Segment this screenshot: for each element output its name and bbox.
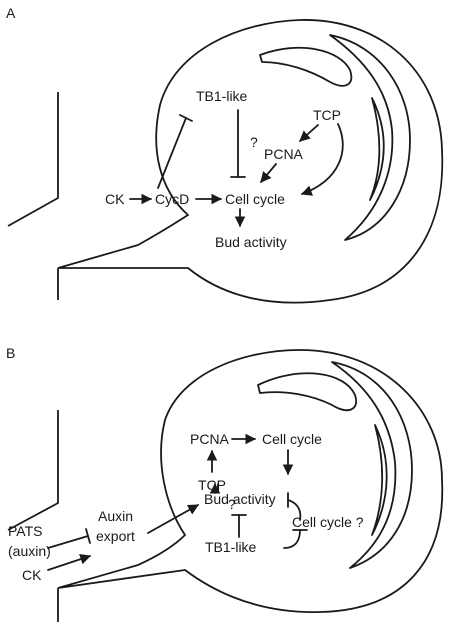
panel-a-tb1-like: TB1-like (196, 88, 248, 104)
panel-b-tb1-like: TB1-like (205, 539, 257, 555)
panel-a-letter: A (6, 5, 16, 21)
panel-a-tcp-to-pcna-arrow (299, 124, 319, 142)
panel-a-cycd: CycD (155, 191, 189, 207)
panel-b-tb1-to-cellcycle-line (283, 529, 301, 549)
panel-a-cycd-inhibit-tb1-line (157, 117, 187, 189)
panel-b-export-word: export (96, 528, 135, 544)
panel-a-cycd-inhibit-tb1-bar (179, 114, 193, 122)
panel-a-stem-upper (7, 92, 59, 227)
panel-a-question: ? (250, 134, 258, 150)
panel-b-leaf-2 (331, 361, 413, 569)
panel-a-pcna-to-cellcycle-arrow (260, 163, 277, 183)
panel-b: B PCNA Cell cycle TCP ? Bud activity Cel… (6, 345, 444, 622)
panel-a-ck: CK (105, 191, 125, 207)
panel-b-pcna: PCNA (190, 431, 230, 447)
panel-b-bud-outline (57, 349, 444, 613)
panel-a-cell-cycle: Cell cycle (225, 191, 285, 207)
panel-b-cell-cycle-top: Cell cycle (262, 431, 322, 447)
panel-b-stem-upper (7, 410, 59, 531)
panel-b-letter: B (6, 345, 15, 361)
panel-b-auxin-to-bud-arrow (147, 504, 199, 534)
panel-b-tcp-question: ? (228, 496, 236, 512)
panel-a-leaf-2 (329, 34, 411, 241)
panel-b-auxin-paren: (auxin) (8, 543, 51, 559)
panel-b-cell-cycle-side: Cell cycle ? (292, 514, 364, 530)
panel-a-leaf-1 (259, 46, 353, 87)
panel-b-pats: PATS (8, 523, 43, 539)
panel-b-pats-inhibit-bar (85, 528, 91, 544)
panel-a-bud-outline (57, 19, 444, 304)
panel-b-leaf-3 (371, 424, 388, 536)
panel-b-auxin-word: Auxin (98, 508, 133, 524)
panel-b-cellcycle-to-bud-line (287, 499, 302, 521)
panel-b-ck: CK (22, 567, 42, 583)
panel-b-leaf-1 (257, 372, 358, 412)
panel-a-bud-activity: Bud activity (215, 234, 287, 250)
panel-a: A TB1-like ? TCP PCNA CK CycD Cell cycle… (6, 5, 444, 304)
panel-a-tcp-to-cellcycle-arrow (300, 123, 344, 196)
panel-b-bud-activity: Bud activity (204, 491, 276, 507)
panel-a-leaf-3 (369, 97, 385, 201)
panel-b-ck-to-auxin-arrow (47, 553, 92, 571)
panel-a-pcna: PCNA (264, 146, 304, 162)
panel-b-pats-inhibit-line (47, 535, 89, 549)
panel-a-tcp: TCP (313, 107, 341, 123)
